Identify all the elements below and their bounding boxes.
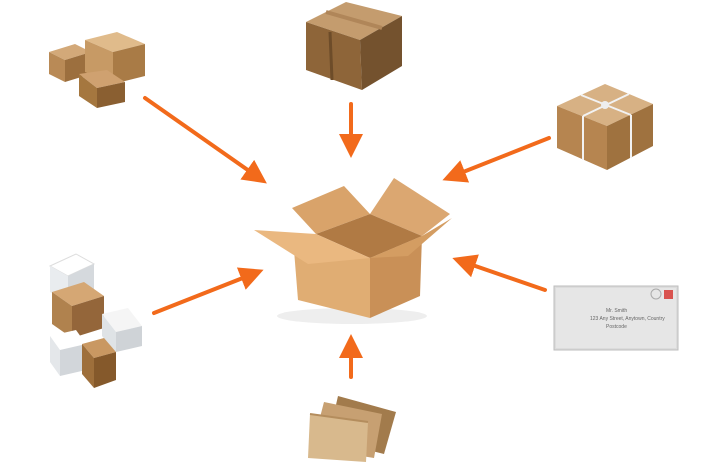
letter-envelope-icon: Mr. Smith 123 Any Street, Anytown, Count… (553, 285, 679, 351)
arrow-from-left (152, 267, 264, 315)
source-top (300, 0, 406, 92)
padded-envelope-stack-icon (308, 396, 396, 462)
arrow-from-top-left (143, 96, 267, 184)
envelope-address-line-1: Mr. Smith (606, 308, 627, 314)
source-right: Mr. Smith 123 Any Street, Anytown, Count… (552, 284, 680, 354)
source-left (46, 252, 146, 390)
source-bottom (304, 392, 400, 464)
source-top-right (553, 80, 657, 172)
envelope-address-line-3: Postcode (606, 324, 627, 330)
open-cardboard-box-icon (254, 178, 452, 324)
arrow-from-top-right (442, 136, 551, 183)
white-and-brown-box-stack-icon (48, 253, 142, 388)
stacked-small-boxes-icon (49, 32, 145, 108)
taped-parcel-box-icon (306, 2, 402, 90)
envelope-address-line-2: 123 Any Street, Anytown, Country (590, 316, 665, 322)
string-tied-parcel-icon (557, 84, 653, 170)
source-top-left (45, 30, 151, 110)
center-open-box (252, 178, 457, 328)
arrow-from-right (452, 254, 547, 292)
